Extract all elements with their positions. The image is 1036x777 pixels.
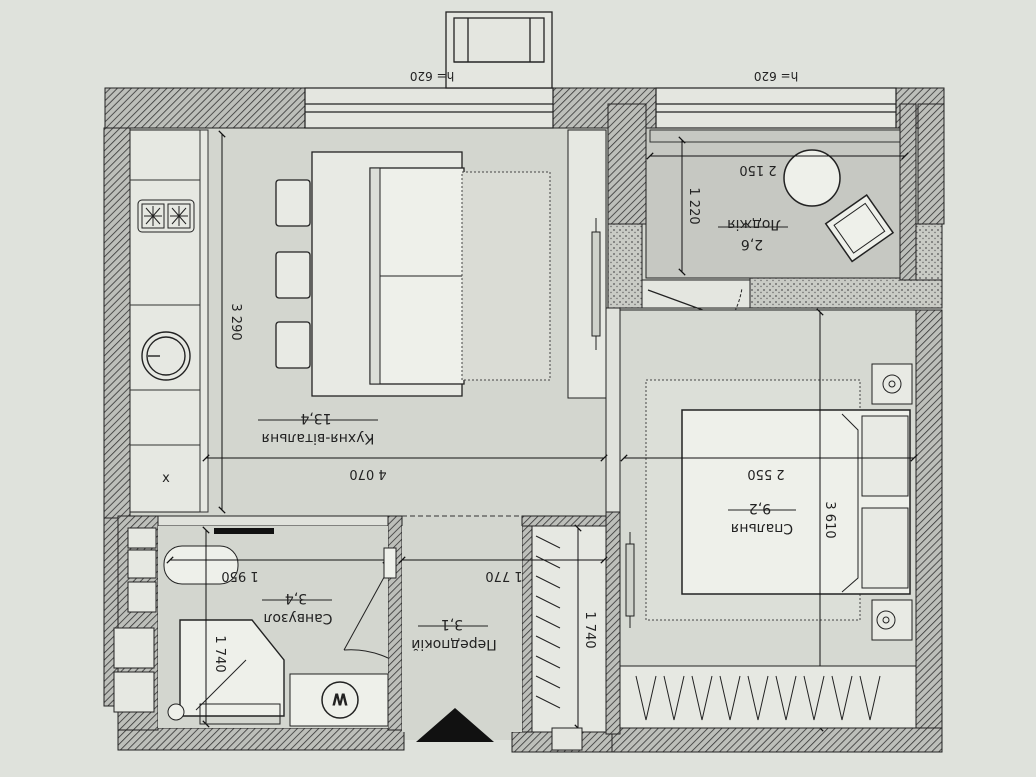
vent-marker xyxy=(214,528,274,534)
partition-bath-top xyxy=(125,515,403,527)
loggia-name: Лоджія xyxy=(727,216,781,232)
loggia-parapet-left xyxy=(607,223,643,309)
window-kitchen xyxy=(304,87,554,129)
loggia-area: 2,6 xyxy=(741,236,763,252)
dim-bath-width-text: 1 950 xyxy=(221,568,258,583)
pillow-2 xyxy=(861,507,909,589)
tv-cabinet xyxy=(567,129,607,399)
bathroom-area: 3,4 xyxy=(285,590,307,606)
loggia: 2 150 1 220 Лоджія 2,6 xyxy=(607,103,943,309)
nightstand-lamp-1 xyxy=(871,363,913,405)
bottom-frames xyxy=(551,727,583,751)
bedroom-name: Спальня xyxy=(731,520,793,536)
loggia-door xyxy=(641,279,751,321)
bath-tub xyxy=(163,545,239,585)
hallway: 1 770 Передпокій 3,1 xyxy=(398,515,608,742)
washing-machine-icon: W xyxy=(289,673,389,727)
bath-door-swing xyxy=(343,569,389,659)
bathroom: 1 950 Санвузол 3,4 1 740 W xyxy=(113,526,397,728)
window-loggia xyxy=(655,87,897,129)
wall-left xyxy=(103,127,131,519)
dining-chairs xyxy=(275,179,311,369)
bedroom-tv-icon xyxy=(625,532,635,628)
chair-1 xyxy=(275,179,311,227)
kitchen-living-area: 13,4 xyxy=(300,410,331,426)
fridge-mark: x xyxy=(162,471,170,486)
windows xyxy=(304,87,897,129)
bedroom: 2 550 3 610 Спальня 9,2 xyxy=(619,308,918,732)
stove-icon xyxy=(137,199,195,233)
dim-bath-depth-text: 1 740 xyxy=(212,635,227,672)
loggia-wall-left xyxy=(607,103,647,225)
kitchen-counter xyxy=(129,129,201,513)
dim-loggia-depth-text: 1 220 xyxy=(686,187,701,224)
wall-right-upper xyxy=(917,103,945,225)
bedroom-area: 9,2 xyxy=(749,500,771,516)
tv-icon xyxy=(591,218,601,350)
toilet-icon xyxy=(167,703,281,725)
hallway-name: Передпокій xyxy=(411,636,496,652)
rug-living xyxy=(461,171,551,381)
round-table xyxy=(783,149,841,207)
wall-right xyxy=(915,309,943,751)
partition-wardrobe-top xyxy=(521,515,619,527)
bedroom-wardrobe xyxy=(619,665,917,729)
dim-kitchen-width-text: 4 070 xyxy=(349,466,386,481)
washer-label: W xyxy=(332,690,347,708)
counter-side-strip xyxy=(199,129,209,513)
kitchen-living-name: Кухня-вітальня xyxy=(262,430,375,446)
bathroom-name: Санвузол xyxy=(263,610,332,626)
dim-bedroom-depth-text: 3 610 xyxy=(822,501,837,538)
kitchen-living: x 3 290 4 070 Кухня-вітальня 13,4 xyxy=(129,129,608,514)
nightstand-lamp-2 xyxy=(871,599,913,641)
height-label-right: h= 620 xyxy=(754,69,798,83)
pillow-1 xyxy=(861,415,909,497)
partition-bedroom-bottom xyxy=(605,511,621,735)
dim-hall-depth-text: 1 740 xyxy=(582,611,597,648)
wall-bottom-left xyxy=(117,727,405,751)
chair-3 xyxy=(275,321,311,369)
blanket-fold xyxy=(841,413,859,593)
dim-loggia-width-text: 2 150 xyxy=(739,162,776,177)
wall-top-left xyxy=(104,87,306,129)
sink-icon xyxy=(141,331,191,381)
wall-bottom-right xyxy=(611,727,943,753)
entrance-arrow-icon xyxy=(416,708,494,742)
dim-hall-width-text: 1 770 xyxy=(485,568,522,583)
loggia-parapet-bottom xyxy=(749,277,943,309)
armchair xyxy=(824,194,895,263)
partition-kitchen-bedroom xyxy=(605,307,621,513)
ac-unit-top xyxy=(445,11,553,89)
partition-wardrobe-left xyxy=(521,515,533,733)
hallway-area: 3,1 xyxy=(441,616,463,632)
chair-2 xyxy=(275,251,311,299)
bath-shelves xyxy=(113,527,157,713)
dim-bedroom-width-text: 2 550 xyxy=(747,466,784,481)
dim-kitchen-depth-text: 3 290 xyxy=(228,303,243,340)
height-label-left: h= 620 xyxy=(410,69,454,83)
